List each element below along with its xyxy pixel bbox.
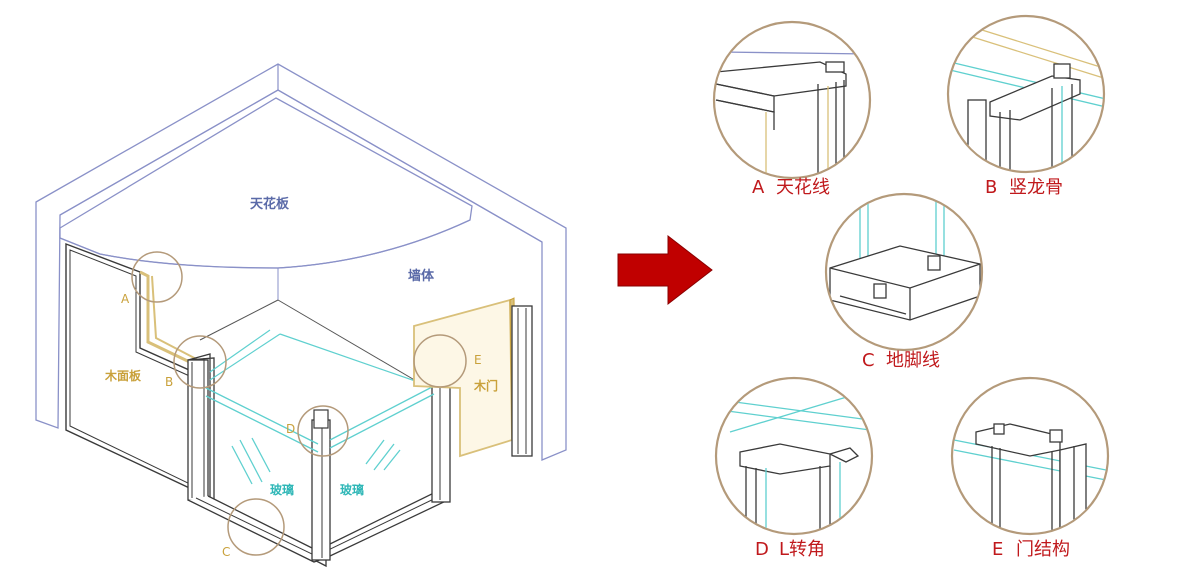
room-illustration: 天花板 墙体 木面板 木门 玻璃 玻璃 A B C D E bbox=[35, 63, 567, 568]
glass-right-label: 玻璃 bbox=[340, 482, 364, 497]
wood-door-label: 木门 bbox=[473, 378, 498, 393]
detail-view-c[interactable]: C 地脚线 bbox=[824, 192, 984, 371]
marker-e: E bbox=[474, 353, 482, 367]
detail-circle-d[interactable] bbox=[297, 405, 349, 457]
detail-view-a[interactable]: A 天花线 bbox=[712, 20, 872, 198]
detail-circle-a[interactable] bbox=[131, 251, 183, 303]
detail-view-b[interactable]: B 竖龙骨 bbox=[946, 14, 1110, 198]
detail-view-d[interactable]: D L转角 bbox=[714, 376, 874, 560]
ceiling-label: 天花板 bbox=[250, 196, 290, 212]
detail-circle-b[interactable] bbox=[173, 335, 227, 389]
marker-c: C bbox=[222, 545, 230, 559]
detail-circle-c[interactable] bbox=[227, 498, 285, 556]
wood-panel-label: 木面板 bbox=[104, 368, 142, 383]
wall-label: 墙体 bbox=[408, 268, 435, 284]
right-arrow-icon bbox=[617, 234, 713, 306]
detail-caption-c-letter: C bbox=[862, 350, 875, 371]
detail-caption-d-name: L转角 bbox=[779, 539, 825, 560]
detail-caption-e-letter: E bbox=[992, 539, 1003, 560]
detail-circle-e[interactable] bbox=[413, 334, 467, 388]
detail-caption-a-letter: A bbox=[752, 177, 765, 198]
detail-caption-b-letter: B bbox=[985, 177, 997, 198]
detail-caption-b-name: 竖龙骨 bbox=[1009, 177, 1063, 198]
detail-caption-c-name: 地脚线 bbox=[886, 350, 940, 371]
detail-caption-a-name: 天花线 bbox=[776, 177, 830, 198]
detail-caption-d-letter: D bbox=[755, 539, 769, 560]
glass-partition bbox=[187, 329, 451, 568]
glass-left-label: 玻璃 bbox=[270, 482, 294, 497]
detail-caption-e-name: 门结构 bbox=[1016, 539, 1070, 560]
marker-a: A bbox=[121, 292, 130, 306]
wood-door bbox=[413, 297, 533, 458]
marker-b: B bbox=[165, 375, 173, 389]
detail-view-e[interactable]: E 门结构 bbox=[950, 376, 1110, 560]
marker-d: D bbox=[286, 422, 295, 436]
